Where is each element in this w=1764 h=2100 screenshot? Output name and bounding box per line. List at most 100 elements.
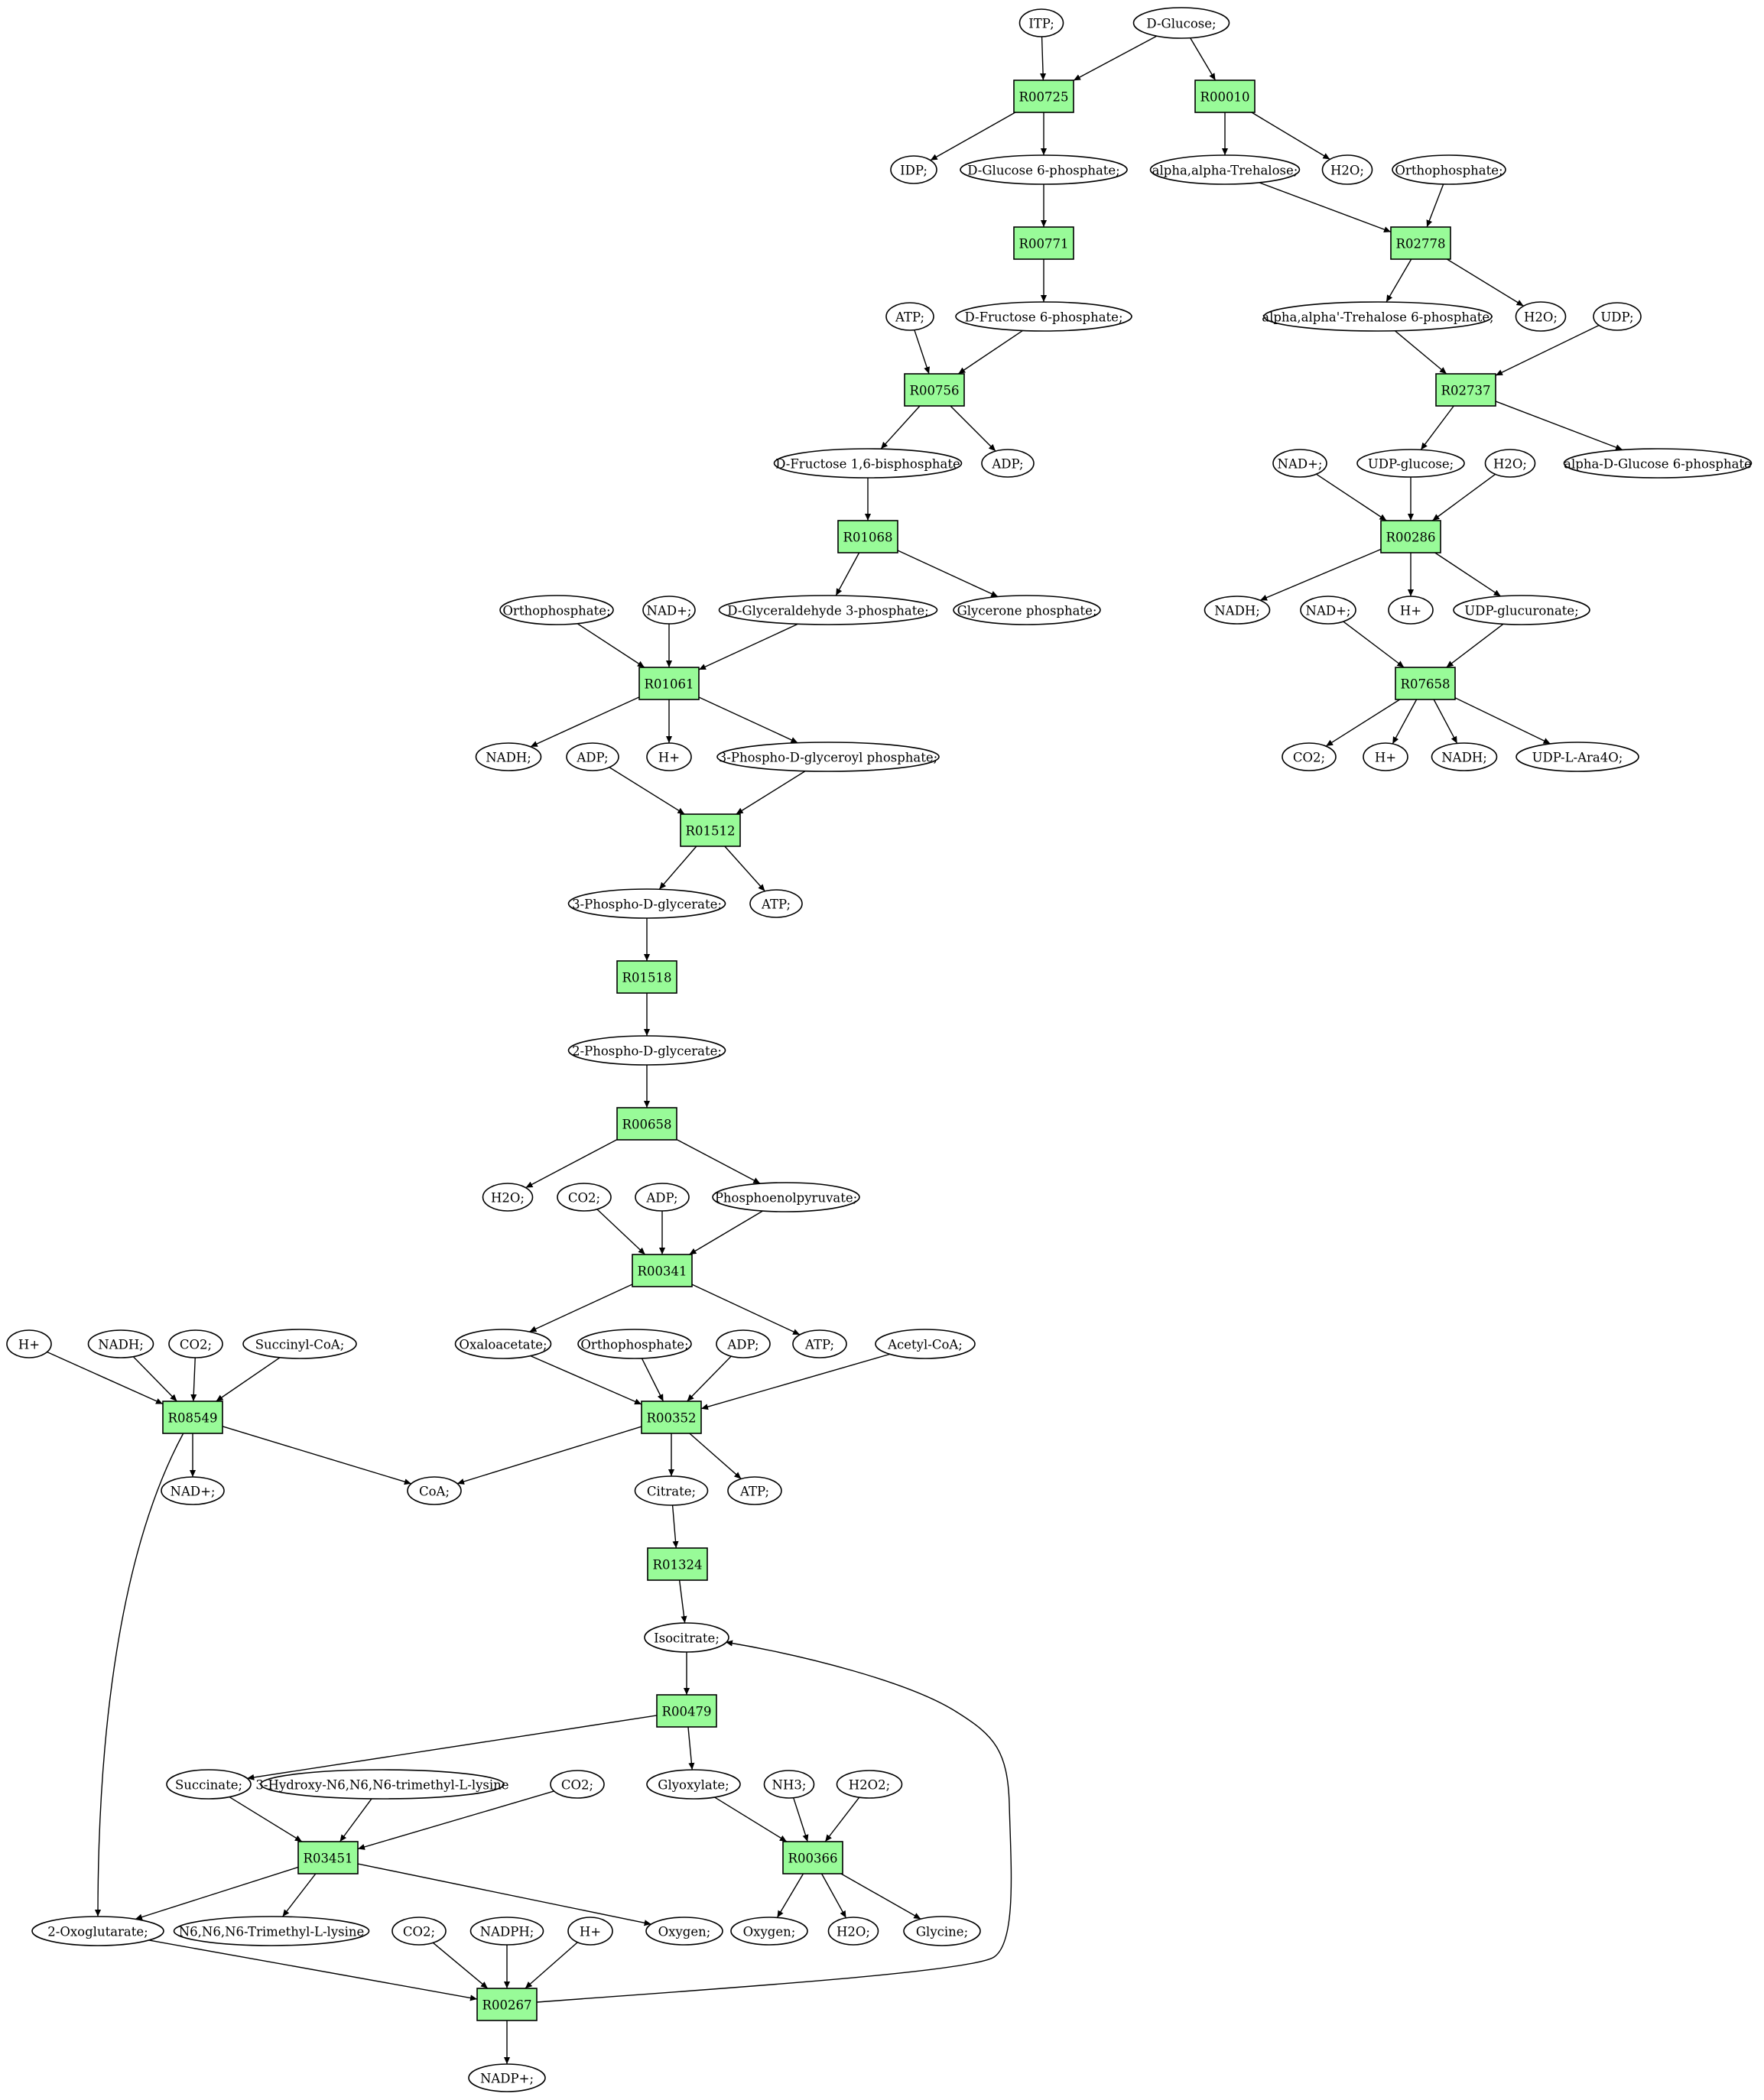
compound-ellipse (482, 1183, 534, 1212)
reaction-box (616, 960, 677, 994)
compound-node-nad_3: NAD+; (1300, 596, 1356, 625)
node-label: CO2; (403, 1925, 435, 1939)
node-label: H+ (18, 1338, 40, 1352)
compound-ellipse (827, 1917, 879, 1946)
compound-node-ag6p: alpha-D-Glucose 6-phosphate (1563, 448, 1753, 479)
reaction-node-r03451: R03451 (297, 1841, 359, 1874)
reaction-box (297, 1841, 359, 1874)
edge-r00756-to-adp_1 (950, 405, 996, 452)
compound-node-atp_3: ATP; (792, 1329, 847, 1358)
edge-r01324-to-isocitrate (678, 1579, 687, 1624)
compound-ellipse (550, 1770, 605, 1799)
compound-ellipse (173, 1916, 370, 1946)
compound-node-h2o2: H2O2; (836, 1770, 903, 1799)
compound-node-oxygen_2: Oxygen; (730, 1917, 808, 1946)
node-label: UDP-L-Ara4O; (1532, 751, 1623, 765)
compound-node-trehalose: alpha,alpha-Trehalose; (1149, 154, 1301, 185)
compound-ellipse (1132, 7, 1230, 39)
compound-ellipse (955, 301, 1132, 332)
node-label: NADH; (98, 1338, 144, 1352)
node-label: R00725 (1019, 90, 1069, 105)
reaction-box (1435, 373, 1496, 407)
node-label: ITP; (1028, 17, 1054, 31)
compound-node-co2_5: CO2; (391, 1917, 447, 1946)
compound-ellipse (168, 1329, 223, 1358)
compound-node-accoa: Acetyl-CoA; (875, 1329, 976, 1359)
compound-ellipse (716, 1329, 771, 1358)
compound-ellipse (166, 1769, 252, 1800)
edge-r00010-to-h2o_1 (1251, 112, 1330, 160)
compound-node-nadh_2: NADH; (475, 742, 542, 771)
compound-ellipse (407, 1476, 462, 1505)
compound-ellipse (468, 2063, 546, 2092)
node-label: D-Glucose 6-phosphate; (967, 164, 1120, 178)
compound-ellipse (161, 1476, 225, 1505)
reaction-box (632, 1254, 693, 1287)
node-label: R00352 (647, 1411, 697, 1426)
node-label: NAD+; (171, 1485, 216, 1499)
compound-ellipse (634, 1475, 709, 1506)
node-label: alpha-D-Glucose 6-phosphate (1564, 457, 1752, 472)
edge-r02737-to-udpglc (1420, 405, 1454, 450)
compound-ellipse (646, 742, 692, 771)
edge-r00341-to-oaa (529, 1284, 633, 1332)
compound-node-h_1: H+ (1388, 596, 1434, 625)
compound-node-atp_4: ATP; (727, 1476, 782, 1505)
compound-node-nad_4: NAD+; (161, 1476, 225, 1505)
compound-ellipse (730, 1917, 808, 1946)
compound-node-udpglcA: UDP-glucuronate; (1453, 595, 1590, 625)
reaction-node-r00286: R00286 (1380, 520, 1441, 553)
node-label: CO2; (180, 1338, 212, 1352)
compound-ellipse (567, 1917, 613, 1946)
edge-glyoxylate-to-r00366 (714, 1797, 788, 1842)
node-label: UDP; (1600, 310, 1633, 325)
reaction-node-r07658: R07658 (1395, 667, 1456, 700)
reaction-box (782, 1841, 843, 1874)
reaction-node-r02737: R02737 (1435, 373, 1496, 407)
compound-ellipse (1356, 449, 1465, 478)
compound-node-co2_2: CO2; (557, 1183, 612, 1212)
edge-r07658-to-udpara (1454, 697, 1551, 745)
compound-ellipse (903, 1916, 981, 1946)
edge-h_5-to-r00267 (525, 1942, 578, 1989)
edge-pi_2-to-r01061 (577, 623, 645, 668)
edge-r01061-to-nadh_2 (530, 696, 640, 748)
node-label: Phosphoenolpyruvate; (715, 1191, 857, 1206)
node-label: Orthophosphate; (1395, 164, 1502, 178)
compound-node-udpara: UDP-L-Ara4O; (1515, 742, 1639, 772)
edge-r00658-to-h2o_4 (525, 1138, 618, 1189)
compound-node-gap: D-Glyceraldehyde 3-phosphate; (718, 595, 938, 625)
edge-r03451-to-tmlys (281, 1873, 317, 1917)
compound-node-adp_2: ADP; (566, 742, 619, 771)
compound-node-nh3: NH3; (763, 1770, 815, 1799)
compound-node-h2o_5: H2O; (827, 1917, 879, 1946)
edge-nadp_1-to-r00286 (1316, 473, 1387, 521)
node-label: ATP; (739, 1485, 769, 1499)
edge-co2_2-to-r00341 (596, 1209, 646, 1255)
reaction-node-r00267: R00267 (476, 1988, 538, 2021)
compound-ellipse (890, 155, 937, 184)
compound-node-nadph: NADPH; (469, 1917, 544, 1946)
compound-node-citrate: Citrate; (634, 1475, 709, 1506)
edge-r00366-to-oxygen_2 (776, 1873, 804, 1918)
compound-ellipse (1515, 301, 1567, 332)
edge-co2_5-to-r00267 (432, 1942, 489, 1989)
edge-r00286-to-nadh_1 (1259, 548, 1382, 601)
node-label: R01061 (645, 677, 694, 692)
reaction-box (1380, 520, 1441, 553)
compound-ellipse (87, 1329, 154, 1358)
compound-ellipse (454, 1329, 552, 1359)
node-label: alpha,alpha-Trehalose; (1152, 164, 1298, 178)
compound-ellipse (718, 595, 938, 625)
compound-ellipse (31, 1916, 164, 1946)
node-label: ATP; (804, 1338, 834, 1352)
node-label: R00658 (622, 1118, 672, 1132)
compound-ellipse (1263, 301, 1493, 332)
node-label: R00479 (662, 1705, 712, 1719)
node-label: R00267 (482, 1998, 532, 2013)
compound-node-oxygen_1: Oxygen; (645, 1917, 723, 1946)
reaction-box (1395, 667, 1456, 700)
compound-ellipse (875, 1329, 976, 1359)
compound-ellipse (792, 1329, 847, 1358)
